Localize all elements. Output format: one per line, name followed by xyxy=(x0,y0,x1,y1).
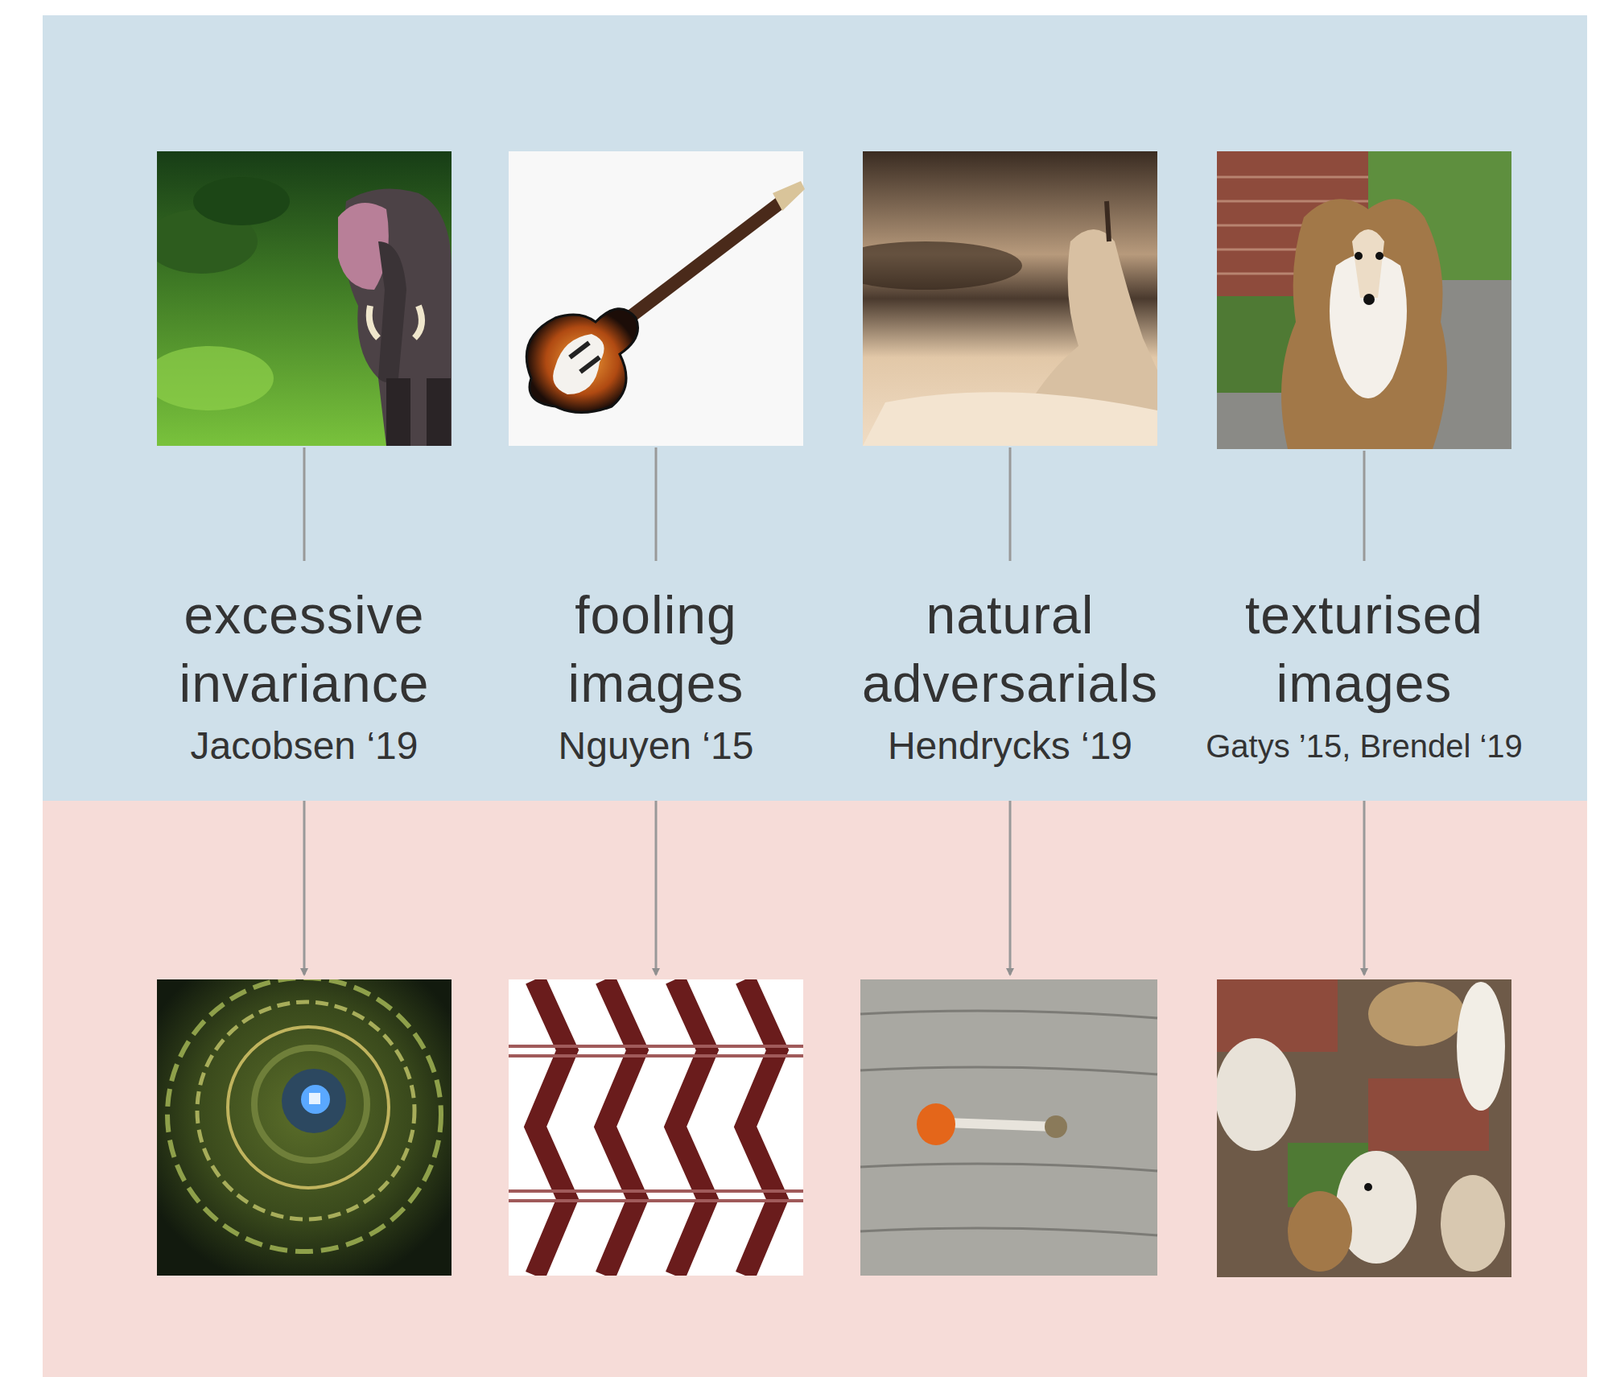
chevron-image xyxy=(508,979,804,1276)
bottom-band xyxy=(42,800,1588,1377)
spiral-image xyxy=(156,979,452,1276)
label-group: excessive invarianceJacobsen ‘19 xyxy=(123,581,486,775)
dog-image xyxy=(1216,151,1512,450)
top-band xyxy=(42,15,1588,801)
label-group: texturised imagesGatys ’15, Brendel ‘19 xyxy=(1183,581,1546,775)
concept-title: excessive invariance xyxy=(179,581,430,718)
sculpture-image xyxy=(862,151,1158,446)
concept-title: natural adversarials xyxy=(861,581,1159,718)
elephant-image xyxy=(156,151,452,446)
texture-image xyxy=(1216,979,1512,1278)
label-group: natural adversarialsHendrycks ‘19 xyxy=(828,581,1192,775)
citation: Gatys ’15, Brendel ‘19 xyxy=(1183,717,1546,775)
concept-title: texturised images xyxy=(1245,581,1484,718)
guitar-image xyxy=(508,151,805,446)
label-group: fooling imagesNguyen ‘15 xyxy=(474,581,838,775)
citation: Hendrycks ‘19 xyxy=(828,717,1192,775)
leader-lines xyxy=(304,447,1365,975)
concept-title: fooling images xyxy=(568,581,745,718)
citation: Nguyen ‘15 xyxy=(474,717,838,775)
mushroom-image xyxy=(860,979,1158,1276)
citation: Jacobsen ‘19 xyxy=(123,717,486,775)
